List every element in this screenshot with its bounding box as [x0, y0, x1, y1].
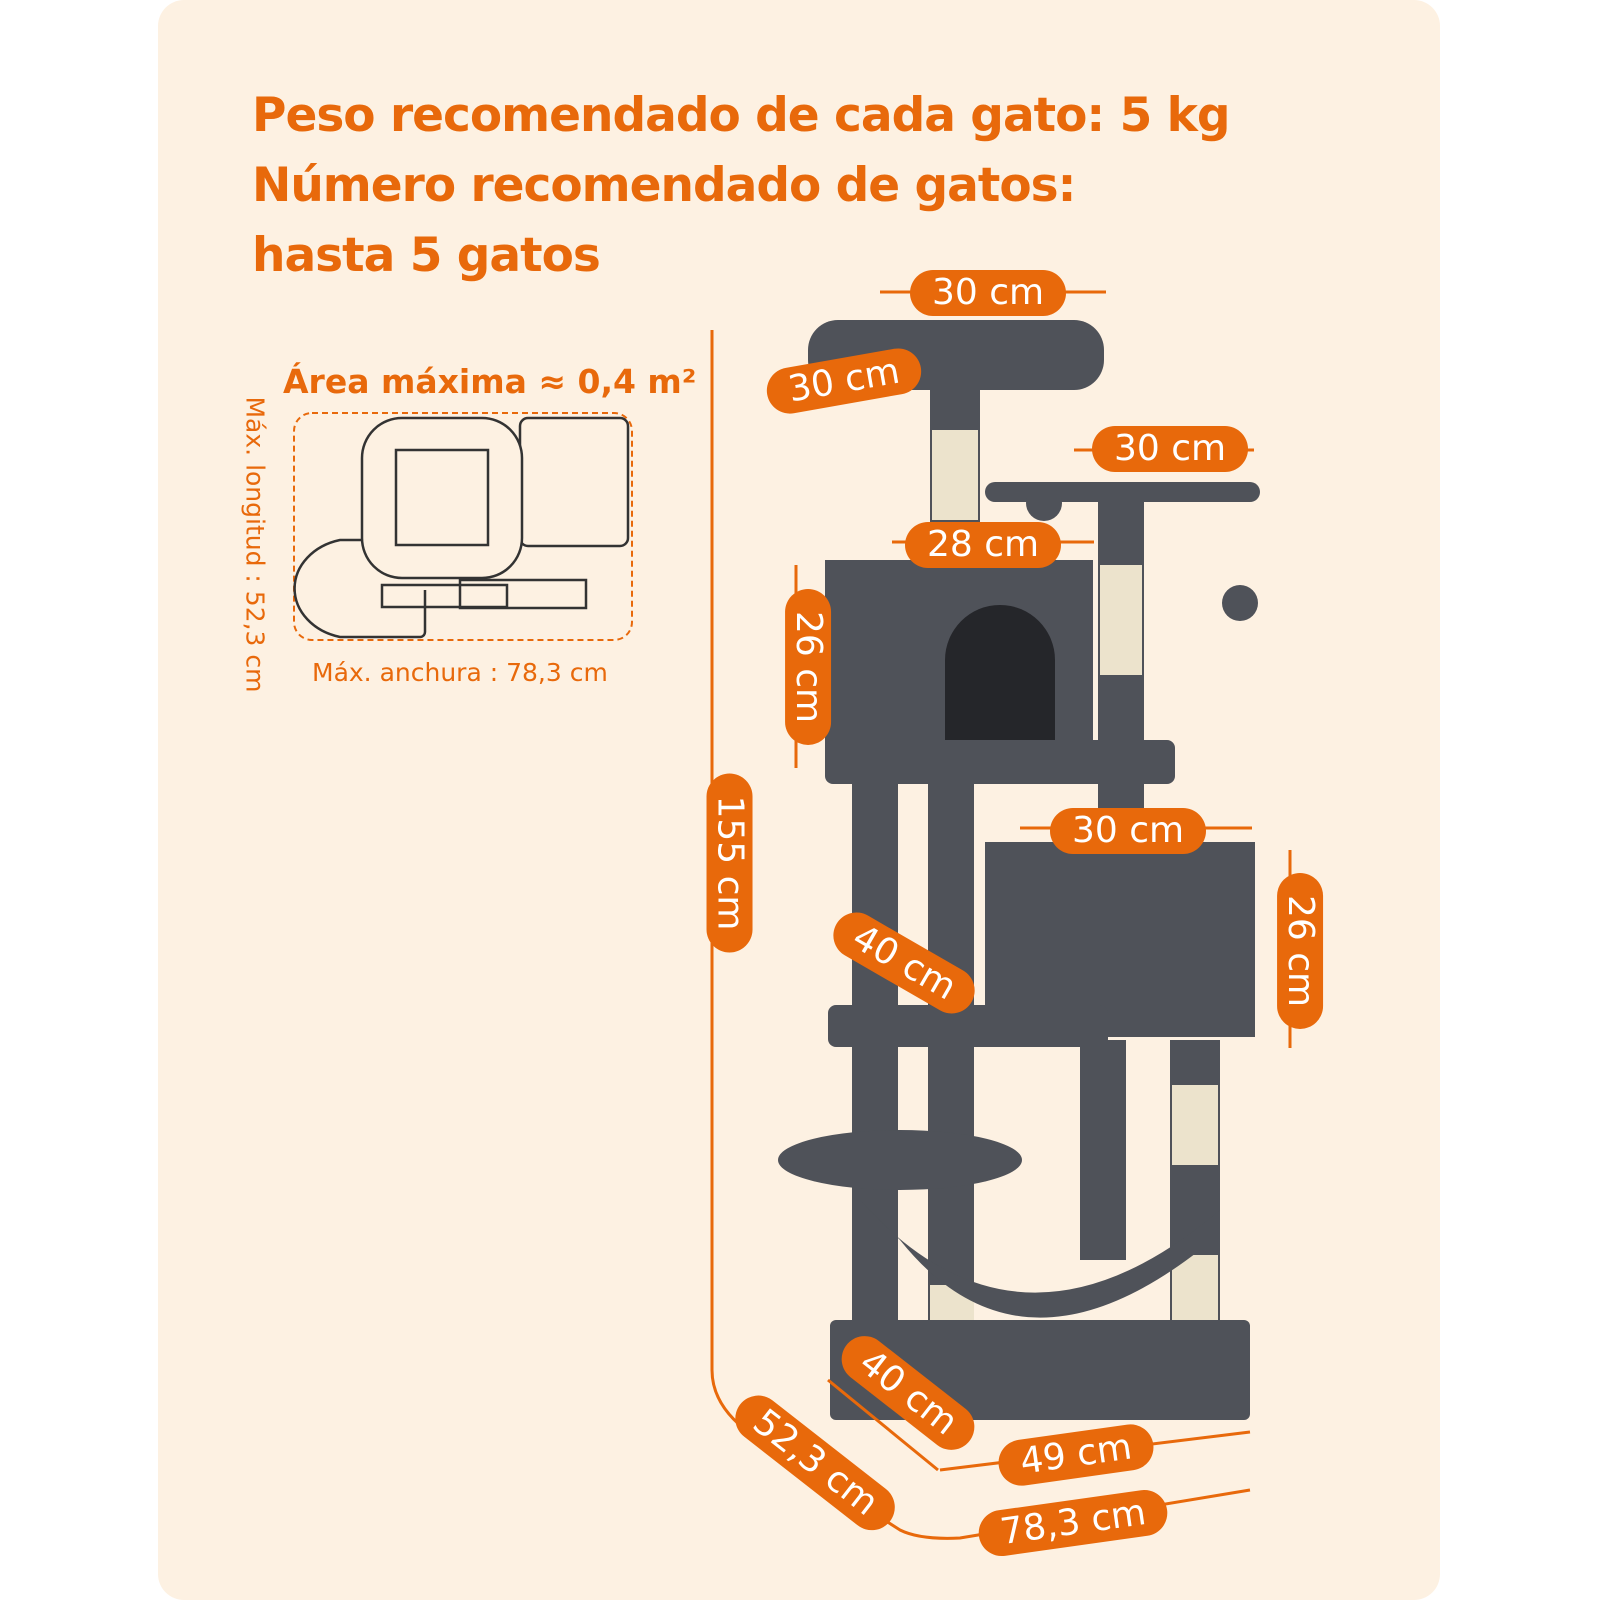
headline-count: Número recomendado de gatos:: [252, 158, 1076, 213]
headline-weight: Peso recomendado de cada gato: 5 kg: [252, 88, 1231, 143]
label-upper-condo-width: 28 cm: [905, 522, 1062, 568]
headline-count-value: hasta 5 gatos: [252, 228, 601, 283]
label-side-platform: 30 cm: [1092, 426, 1249, 472]
label-lower-condo-height: 26 cm: [1277, 872, 1324, 1030]
footprint-title: Área máxima ≈ 0,4 m²: [283, 362, 697, 401]
label-lower-condo-width: 30 cm: [1050, 808, 1207, 854]
label-top-width: 30 cm: [910, 270, 1067, 316]
footprint-max-width: Máx. anchura : 78,3 cm: [312, 658, 608, 687]
label-upper-condo-height: 26 cm: [785, 588, 832, 746]
label-height: 155 cm: [706, 773, 753, 953]
footprint-max-length: Máx. longitud : 52,3 cm: [240, 396, 270, 693]
